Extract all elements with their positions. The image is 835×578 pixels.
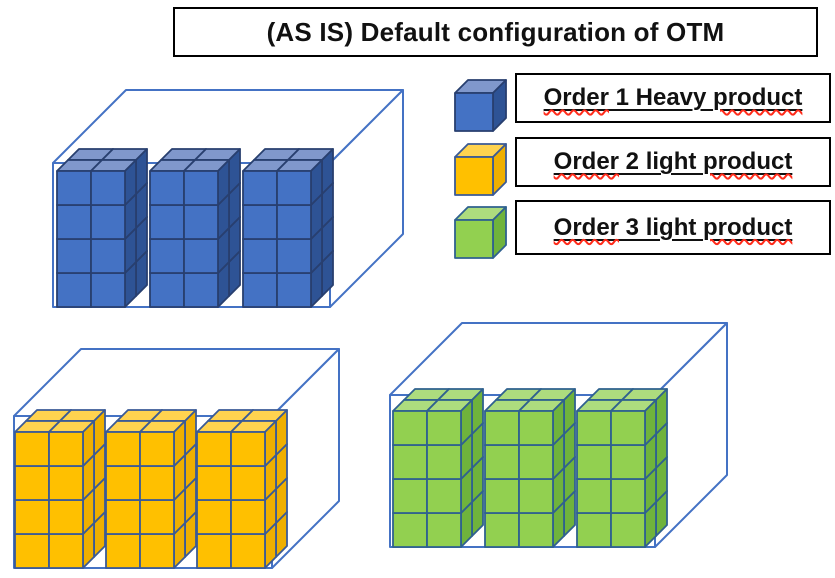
legend-label-order-3: Order 3 light product (553, 213, 793, 241)
green-cube-icon (454, 206, 507, 259)
container-order-3-green (389, 322, 728, 548)
blue-cube-icon (454, 79, 507, 132)
container-order-1-blue (52, 89, 404, 308)
legend-label-order-2: Order 2 light product (553, 148, 793, 175)
legend-label-box-order-3: Order 3 light product (515, 200, 831, 255)
legend-label-order-1: Order 1 Heavy product (543, 84, 803, 111)
orange-cube-icon (454, 143, 507, 196)
title-box: (AS IS) Default configuration of OTM (173, 7, 818, 57)
container-order-2-orange (13, 348, 340, 569)
legend-label-box-order-2: Order 2 light product (515, 137, 831, 187)
page-title: (AS IS) Default configuration of OTM (266, 16, 725, 47)
legend-label-box-order-1: Order 1 Heavy product (515, 73, 831, 123)
